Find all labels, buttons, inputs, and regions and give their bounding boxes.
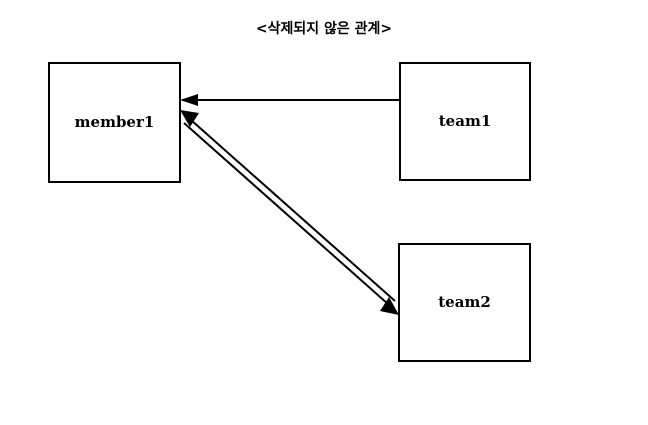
arrowhead-into-member1-diagonal [180,110,199,127]
arrowhead-into-team2-diagonal [380,297,399,315]
node-member1[interactable]: member1 [48,62,181,183]
node-team2[interactable]: team2 [398,243,531,362]
node-team1-label: team1 [438,112,492,130]
node-member1-label: member1 [74,113,155,131]
node-team1[interactable]: team1 [399,62,531,181]
node-team2-label: team2 [438,293,491,311]
edge-member1-to-team2 [183,122,399,315]
edge-team2-to-member1 [180,110,396,302]
edge-team1-to-member1 [180,94,399,106]
diagram-title: <삭제되지 않은 관계> [255,21,393,37]
arrowhead-into-member1-horizontal [180,94,198,106]
